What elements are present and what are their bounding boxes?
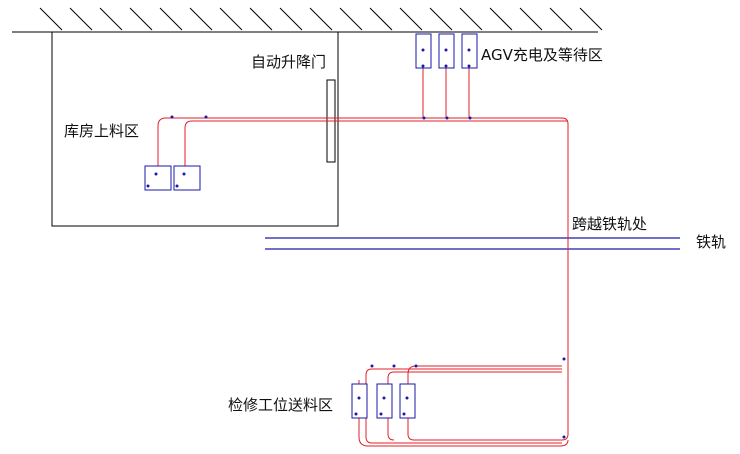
- agv-repair-loop-outer: [358, 380, 569, 447]
- repair-feed-label: 检修工位送料区: [228, 396, 333, 414]
- node-marker: [379, 412, 383, 416]
- auto-door-label: 自动升降门: [251, 53, 326, 71]
- node-marker: [562, 435, 566, 439]
- node-marker: [405, 396, 409, 400]
- repair-station-3: [399, 383, 416, 419]
- hatch-mark: [489, 7, 513, 31]
- hatch-mark: [189, 7, 213, 31]
- node-marker: [402, 412, 406, 416]
- hatch-mark: [369, 7, 393, 31]
- hatch-mark: [69, 7, 93, 31]
- node-marker: [414, 364, 418, 368]
- agv-charge-label: AGV充电及等待区: [481, 46, 603, 64]
- hatch-mark: [399, 7, 423, 31]
- repair-stations: [351, 383, 416, 419]
- hatch-mark: [579, 7, 603, 31]
- repair-station-1: [351, 383, 368, 419]
- hatch-mark: [249, 7, 273, 31]
- warehouse-building: [51, 32, 339, 227]
- node-marker: [445, 116, 449, 120]
- node-marker: [170, 115, 174, 119]
- hatch-mark: [459, 7, 483, 31]
- node-marker: [182, 172, 186, 176]
- ceiling-wall: [12, 7, 603, 33]
- node-marker: [370, 364, 374, 368]
- agv-warehouse-spur: [184, 120, 568, 168]
- hatch-mark: [219, 7, 243, 31]
- node-marker: [444, 48, 448, 52]
- repair-station-2: [376, 383, 393, 419]
- hatch-mark: [159, 7, 183, 31]
- node-marker: [562, 357, 566, 361]
- rail-crossing-label: 跨越铁轨处: [572, 215, 647, 233]
- hatch-mark: [549, 7, 573, 31]
- warehouse-station-2: [173, 165, 201, 191]
- wall-hatching: [39, 7, 603, 31]
- warehouse-stations: [144, 165, 201, 191]
- node-marker: [422, 116, 426, 120]
- hatch-mark: [339, 7, 363, 31]
- node-marker: [154, 172, 158, 176]
- node-marker: [444, 64, 448, 68]
- node-marker: [467, 64, 471, 68]
- warehouse-loading-label: 库房上料区: [64, 122, 139, 140]
- hatch-mark: [99, 7, 123, 31]
- node-marker: [146, 184, 150, 188]
- hatch-mark: [519, 7, 543, 31]
- hatch-mark: [39, 7, 63, 31]
- agv-repair-loop-2: [387, 371, 562, 441]
- path-node-markers: [146, 48, 566, 439]
- hatch-mark: [309, 7, 333, 31]
- hatch-mark: [279, 7, 303, 31]
- hatch-mark: [129, 7, 153, 31]
- node-marker: [204, 115, 208, 119]
- railway: [265, 237, 680, 250]
- node-marker: [392, 364, 396, 368]
- hatch-mark: [429, 7, 453, 31]
- node-marker: [357, 396, 361, 400]
- node-marker: [175, 184, 179, 188]
- node-marker: [468, 116, 472, 120]
- node-marker: [421, 64, 425, 68]
- agv-main-loop: [157, 117, 569, 441]
- agv-repair-loop-1: [365, 368, 562, 444]
- node-marker: [421, 48, 425, 52]
- rail-label: 铁轨: [696, 233, 726, 251]
- node-marker: [382, 396, 386, 400]
- node-marker: [467, 48, 471, 52]
- node-marker: [354, 412, 358, 416]
